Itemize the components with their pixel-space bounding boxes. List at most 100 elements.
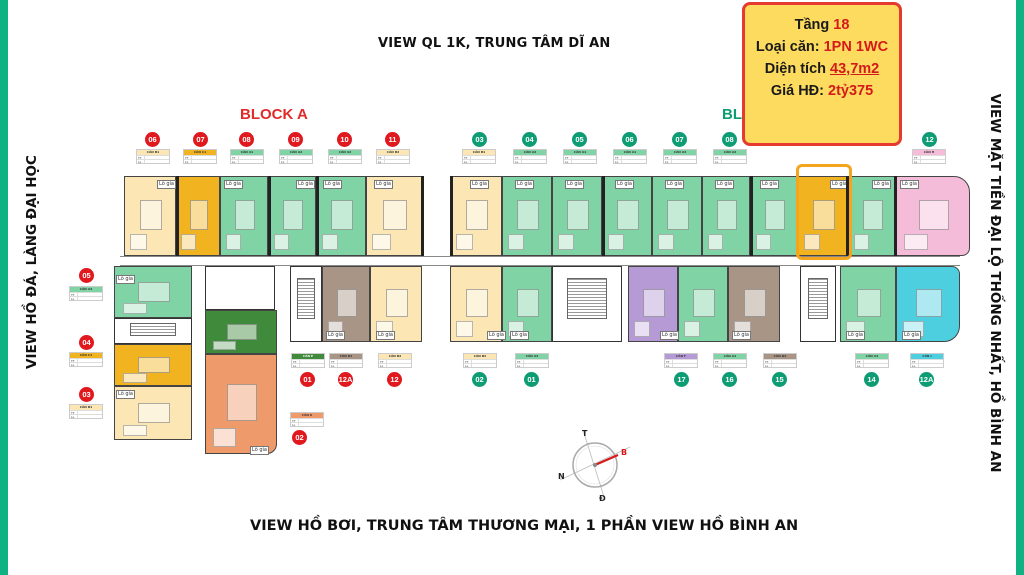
unit-number: 08: [239, 132, 254, 147]
compass-west: N: [558, 472, 565, 481]
unit-number: 09: [288, 132, 303, 147]
logia-label: Lô gia: [323, 180, 342, 189]
selected-unit-highlight: [796, 164, 852, 260]
logia-label: Lô gia: [224, 180, 243, 189]
apartment-a09[interactable]: [268, 176, 316, 256]
unit-number: 12: [387, 372, 402, 387]
logia-label: Lô gia: [376, 331, 395, 340]
apartment-a06[interactable]: [124, 176, 176, 256]
unit-number: 06: [145, 132, 160, 147]
apartment-b05[interactable]: [552, 176, 602, 256]
logia-label: Lô gia: [872, 180, 891, 189]
elevator-core: [205, 266, 275, 310]
logia-label: Lô gia: [296, 180, 315, 189]
apartment-a02[interactable]: [205, 354, 277, 454]
unit-number: 07: [193, 132, 208, 147]
apartment-b01[interactable]: [502, 266, 552, 342]
apartment-b07[interactable]: [652, 176, 702, 256]
unit-number: 07: [672, 132, 687, 147]
apartment-b12a[interactable]: [896, 266, 960, 342]
unit-number: 17: [674, 372, 689, 387]
logia-label: Lô gia: [615, 180, 634, 189]
apartment-a-dark[interactable]: [205, 310, 277, 354]
unit-number: 15: [772, 372, 787, 387]
logia-label: Lô gia: [660, 331, 679, 340]
unit-type-line: Loại căn: 1PN 1WC: [755, 39, 889, 55]
stair-core: [800, 266, 836, 342]
logia-label: Lô gia: [487, 331, 506, 340]
price-value: 2tỷ375: [828, 83, 874, 99]
unit-number: 12A: [338, 372, 353, 387]
floor-line: Tầng 18: [794, 17, 850, 33]
block-a-title: BLOCK A: [240, 106, 308, 123]
logia-label: Lô gia: [116, 390, 135, 399]
logia-label: Lô gia: [902, 331, 921, 340]
unit-number: 02: [472, 372, 487, 387]
unit-info-box: Tầng 18 Loại căn: 1PN 1WC Diện tích 43,7…: [742, 2, 902, 146]
apartment-b12[interactable]: [896, 176, 970, 256]
apartment-b17[interactable]: [628, 266, 678, 342]
wall: [268, 176, 271, 256]
apartment-a05[interactable]: [114, 266, 192, 318]
logia-label: Lô gia: [157, 180, 176, 189]
apartment-a07[interactable]: [176, 176, 220, 256]
apartment-a11[interactable]: [366, 176, 422, 256]
unit-number: 11: [385, 132, 400, 147]
apartment-b04[interactable]: [502, 176, 552, 256]
stair-core: [114, 318, 192, 344]
wall: [894, 176, 897, 256]
area-value: 43,7m2: [830, 61, 880, 77]
apartment-b10-selected[interactable]: [798, 176, 848, 256]
unit-number: 16: [722, 372, 737, 387]
unit-number: 03: [79, 387, 94, 402]
view-label-bottom: VIEW HỒ BƠI, TRUNG TÂM THƯƠNG MẠI, 1 PHẦ…: [250, 518, 799, 534]
logia-label: Lô gia: [116, 275, 135, 284]
apartment-a04[interactable]: [114, 344, 192, 386]
apartment-a10[interactable]: [316, 176, 366, 256]
apartment-b03[interactable]: [450, 176, 502, 256]
right-edge-bar: [1016, 0, 1024, 575]
elevator-core: [552, 266, 622, 342]
logia-label: Lô gia: [715, 180, 734, 189]
floor-value: 18: [833, 17, 850, 33]
compass-ring-inner: [575, 445, 615, 485]
unit-number: 12: [922, 132, 937, 147]
apartment-a12a[interactable]: [322, 266, 370, 342]
apartment-b08[interactable]: [702, 176, 750, 256]
corridor: [120, 256, 960, 266]
apartment-b02[interactable]: [450, 266, 502, 342]
compass-north: T: [582, 429, 588, 438]
unit-number: 08: [722, 132, 737, 147]
unit-number: 14: [864, 372, 879, 387]
area-line: Diện tích 43,7m2: [764, 61, 880, 77]
unit-number: 04: [522, 132, 537, 147]
logia-label: Lô gia: [665, 180, 684, 189]
wall: [316, 176, 319, 256]
logia-label: Lô gia: [846, 331, 865, 340]
apartment-b16[interactable]: [678, 266, 728, 342]
view-label-top: VIEW QL 1K, TRUNG TÂM DĨ AN: [378, 36, 611, 51]
apartment-b15[interactable]: [728, 266, 780, 342]
wall: [846, 176, 849, 256]
compass-east: B: [621, 448, 627, 457]
apartment-a08[interactable]: [220, 176, 268, 256]
